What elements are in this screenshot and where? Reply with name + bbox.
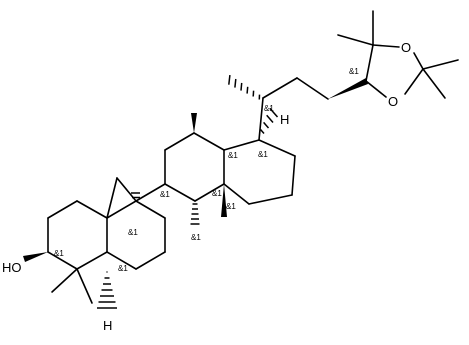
hash-line	[269, 107, 279, 118]
bond	[422, 59, 459, 70]
atom-labels: HO O O H H	[2, 40, 411, 333]
bond	[365, 44, 374, 82]
hash-line	[228, 75, 231, 85]
hash-line	[263, 121, 270, 129]
bond	[51, 268, 78, 293]
bond	[413, 52, 424, 70]
bond	[135, 200, 166, 219]
stereo-descriptor: &1	[54, 249, 64, 258]
stereo-labels: &1 &1 &1 &1 &1 &1 &1 &1 &1 &1 &1	[54, 67, 359, 273]
bond	[404, 68, 424, 95]
bond	[193, 132, 225, 151]
bond	[47, 251, 78, 270]
bond	[223, 139, 260, 151]
stereo-descriptor: &1	[191, 233, 201, 242]
bond	[262, 77, 298, 99]
stereo-descriptor: &1	[226, 202, 236, 211]
hashed-bonds	[97, 75, 279, 309]
bond	[258, 139, 296, 157]
stereo-descriptor: &1	[349, 67, 359, 76]
bond	[106, 251, 137, 270]
wedge-bond	[221, 184, 227, 217]
bond	[76, 251, 108, 270]
bond	[135, 251, 166, 270]
bond	[422, 68, 446, 99]
bond	[258, 97, 264, 141]
bond	[337, 34, 374, 46]
bond	[106, 200, 137, 219]
hash-line	[240, 82, 243, 91]
bond	[365, 80, 387, 98]
stereo-descriptor: &1	[264, 104, 274, 113]
oxygen-label: O	[388, 94, 398, 109]
bond-lines	[47, 10, 459, 304]
stereo-descriptor: &1	[128, 228, 138, 237]
bond	[106, 177, 118, 219]
bond	[296, 77, 329, 100]
hash-line	[259, 129, 265, 134]
stereo-descriptor: &1	[118, 264, 128, 273]
wedge-bond	[191, 113, 197, 133]
bond	[291, 155, 296, 196]
stereo-descriptor: &1	[258, 150, 268, 159]
hash-line	[234, 78, 237, 88]
bond	[76, 268, 93, 304]
bond	[223, 183, 250, 205]
stereo-descriptor: &1	[228, 151, 238, 160]
bond	[76, 200, 108, 219]
hydrogen-label: H	[280, 112, 289, 127]
wedge-bond	[23, 252, 48, 262]
hash-line	[266, 114, 274, 123]
bond	[164, 183, 196, 202]
hydrogen-label: H	[103, 318, 112, 333]
bond	[248, 194, 293, 205]
bond	[135, 183, 166, 202]
bond	[372, 44, 400, 48]
stereo-descriptor: &1	[160, 190, 170, 199]
hash-line	[246, 86, 249, 94]
oxygen-label: O	[401, 40, 411, 55]
wedge-bond	[328, 78, 368, 99]
bond	[164, 132, 195, 151]
bond	[47, 200, 78, 219]
hydroxyl-label: HO	[2, 260, 22, 275]
bond	[194, 183, 225, 202]
stereo-descriptor: &1	[212, 189, 222, 198]
wedge-bonds	[23, 78, 368, 262]
